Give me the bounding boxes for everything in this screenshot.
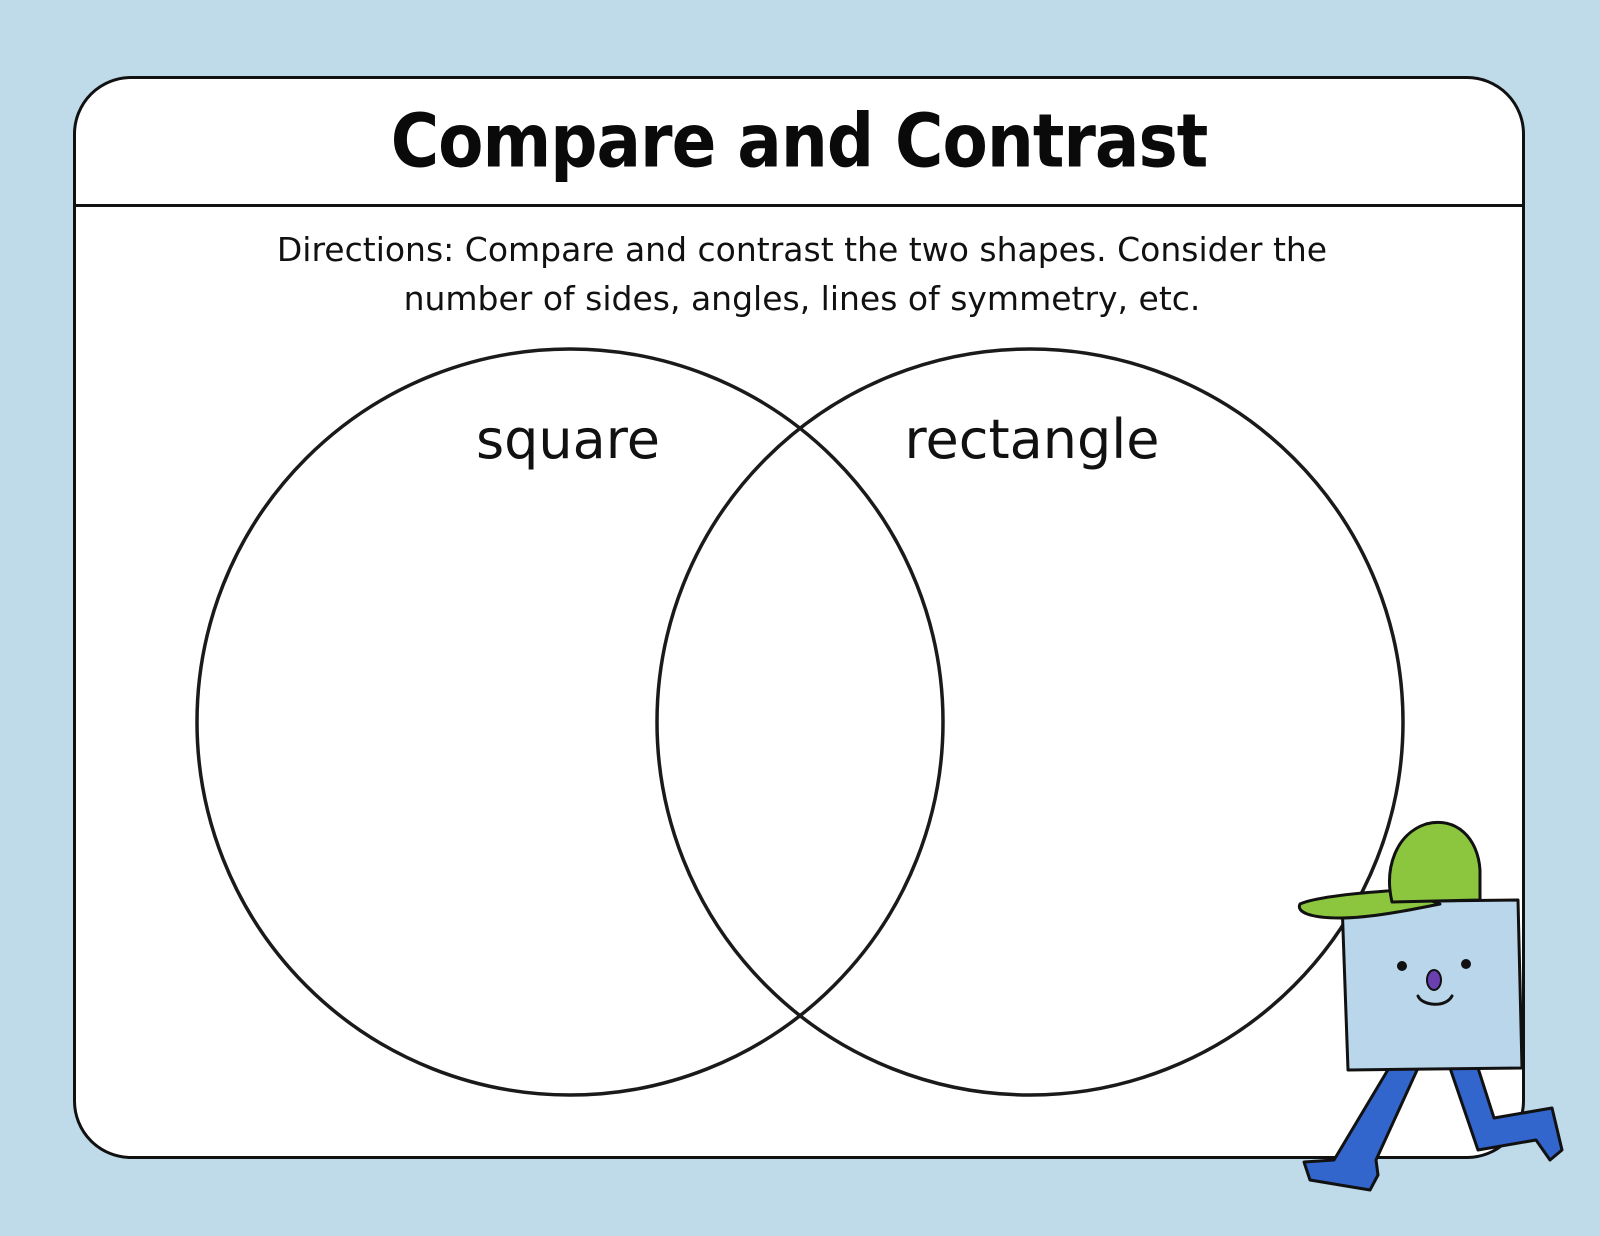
worksheet-card: Compare and Contrast Directions: Compare… bbox=[73, 76, 1525, 1159]
directions-line-2: number of sides, angles, lines of symmet… bbox=[403, 279, 1201, 318]
directions-line-1: Directions: Compare and contrast the two… bbox=[276, 230, 1328, 269]
directions-text: Directions: Compare and contrast the two… bbox=[236, 225, 1368, 323]
worksheet-title: Compare and Contrast bbox=[390, 98, 1209, 185]
worksheet-header: Compare and Contrast bbox=[76, 79, 1522, 207]
